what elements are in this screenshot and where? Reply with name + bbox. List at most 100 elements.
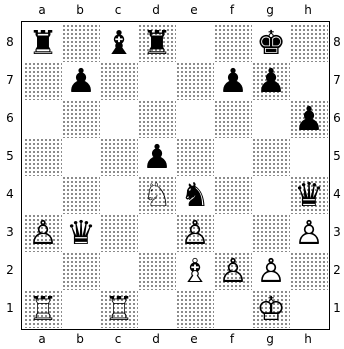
square-f2[interactable]: ♙ — [214, 252, 252, 290]
white-pawn-icon[interactable]: ♙ — [252, 252, 290, 290]
square-h2[interactable] — [290, 252, 328, 290]
coordinate-label: b — [70, 332, 90, 346]
square-g4[interactable] — [252, 176, 290, 214]
square-g8[interactable]: ♚ — [252, 24, 290, 62]
black-pawn-icon[interactable]: ♟ — [62, 62, 100, 100]
white-rook-icon[interactable]: ♖ — [24, 290, 62, 328]
coordinate-label: d — [146, 332, 166, 346]
black-pawn-icon[interactable]: ♟ — [214, 62, 252, 100]
square-c2[interactable] — [100, 252, 138, 290]
square-c6[interactable] — [100, 100, 138, 138]
square-g2[interactable]: ♙ — [252, 252, 290, 290]
square-b2[interactable] — [62, 252, 100, 290]
square-f4[interactable] — [214, 176, 252, 214]
black-rook-icon[interactable]: ♜ — [24, 24, 62, 62]
square-f5[interactable] — [214, 138, 252, 176]
square-a7[interactable] — [24, 62, 62, 100]
square-c1[interactable]: ♖ — [100, 290, 138, 328]
white-pawn-icon[interactable]: ♙ — [214, 252, 252, 290]
square-e8[interactable] — [176, 24, 214, 62]
square-a8[interactable]: ♜ — [24, 24, 62, 62]
square-a2[interactable] — [24, 252, 62, 290]
white-pawn-icon[interactable]: ♙ — [176, 214, 214, 252]
coordinate-label: a — [32, 3, 52, 17]
square-e4[interactable]: ♞ — [176, 176, 214, 214]
coordinate-label: e — [184, 3, 204, 17]
black-pawn-icon[interactable]: ♟ — [252, 62, 290, 100]
square-d2[interactable] — [138, 252, 176, 290]
square-e7[interactable] — [176, 62, 214, 100]
square-e3[interactable]: ♙ — [176, 214, 214, 252]
white-bishop-icon[interactable]: ♗ — [176, 252, 214, 290]
square-g7[interactable]: ♟ — [252, 62, 290, 100]
square-c3[interactable] — [100, 214, 138, 252]
square-h1[interactable] — [290, 290, 328, 328]
square-a6[interactable] — [24, 100, 62, 138]
square-f7[interactable]: ♟ — [214, 62, 252, 100]
coordinate-label: c — [108, 332, 128, 346]
black-queen-icon[interactable]: ♛ — [290, 176, 328, 214]
square-a5[interactable] — [24, 138, 62, 176]
square-h8[interactable] — [290, 24, 328, 62]
square-e1[interactable] — [176, 290, 214, 328]
white-pawn-icon[interactable]: ♙ — [290, 214, 328, 252]
square-h3[interactable]: ♙ — [290, 214, 328, 252]
white-rook-icon[interactable]: ♖ — [100, 290, 138, 328]
square-d4[interactable]: ♘ — [138, 176, 176, 214]
square-f1[interactable] — [214, 290, 252, 328]
black-rook-icon[interactable]: ♜ — [138, 24, 176, 62]
square-e6[interactable] — [176, 100, 214, 138]
square-f6[interactable] — [214, 100, 252, 138]
coordinate-label: 6 — [330, 111, 344, 125]
square-a4[interactable] — [24, 176, 62, 214]
black-pawn-icon[interactable]: ♟ — [290, 100, 328, 138]
square-d8[interactable]: ♜ — [138, 24, 176, 62]
square-c4[interactable] — [100, 176, 138, 214]
square-d6[interactable] — [138, 100, 176, 138]
square-g3[interactable] — [252, 214, 290, 252]
black-pawn-icon[interactable]: ♟ — [138, 138, 176, 176]
coordinate-label: 8 — [330, 35, 344, 49]
square-g5[interactable] — [252, 138, 290, 176]
square-d7[interactable] — [138, 62, 176, 100]
square-b5[interactable] — [62, 138, 100, 176]
black-king-icon[interactable]: ♚ — [252, 24, 290, 62]
chess-board[interactable]: ♜♝♜♚♟♟♟♟♟♘♞♛♙♛♙♙♗♙♙♖♖♔ — [21, 21, 330, 330]
square-c5[interactable] — [100, 138, 138, 176]
square-h6[interactable]: ♟ — [290, 100, 328, 138]
square-a1[interactable]: ♖ — [24, 290, 62, 328]
square-b3[interactable]: ♛ — [62, 214, 100, 252]
square-h7[interactable] — [290, 62, 328, 100]
square-b8[interactable] — [62, 24, 100, 62]
square-d1[interactable] — [138, 290, 176, 328]
square-a3[interactable]: ♙ — [24, 214, 62, 252]
square-c7[interactable] — [100, 62, 138, 100]
square-b6[interactable] — [62, 100, 100, 138]
coordinate-label: 7 — [330, 73, 344, 87]
black-knight-icon[interactable]: ♞ — [176, 176, 214, 214]
square-b4[interactable] — [62, 176, 100, 214]
square-f3[interactable] — [214, 214, 252, 252]
coordinate-label: h — [298, 332, 318, 346]
square-e2[interactable]: ♗ — [176, 252, 214, 290]
square-d3[interactable] — [138, 214, 176, 252]
square-h4[interactable]: ♛ — [290, 176, 328, 214]
coordinate-label: a — [32, 332, 52, 346]
coordinate-label: c — [108, 3, 128, 17]
square-d5[interactable]: ♟ — [138, 138, 176, 176]
black-queen-icon[interactable]: ♛ — [62, 214, 100, 252]
white-pawn-icon[interactable]: ♙ — [24, 214, 62, 252]
square-f8[interactable] — [214, 24, 252, 62]
white-king-icon[interactable]: ♔ — [252, 290, 290, 328]
square-b1[interactable] — [62, 290, 100, 328]
coordinate-label: d — [146, 3, 166, 17]
coordinate-label: 1 — [330, 301, 344, 315]
square-g1[interactable]: ♔ — [252, 290, 290, 328]
square-b7[interactable]: ♟ — [62, 62, 100, 100]
white-knight-icon[interactable]: ♘ — [138, 176, 176, 214]
square-h5[interactable] — [290, 138, 328, 176]
square-g6[interactable] — [252, 100, 290, 138]
square-e5[interactable] — [176, 138, 214, 176]
square-c8[interactable]: ♝ — [100, 24, 138, 62]
black-bishop-icon[interactable]: ♝ — [100, 24, 138, 62]
